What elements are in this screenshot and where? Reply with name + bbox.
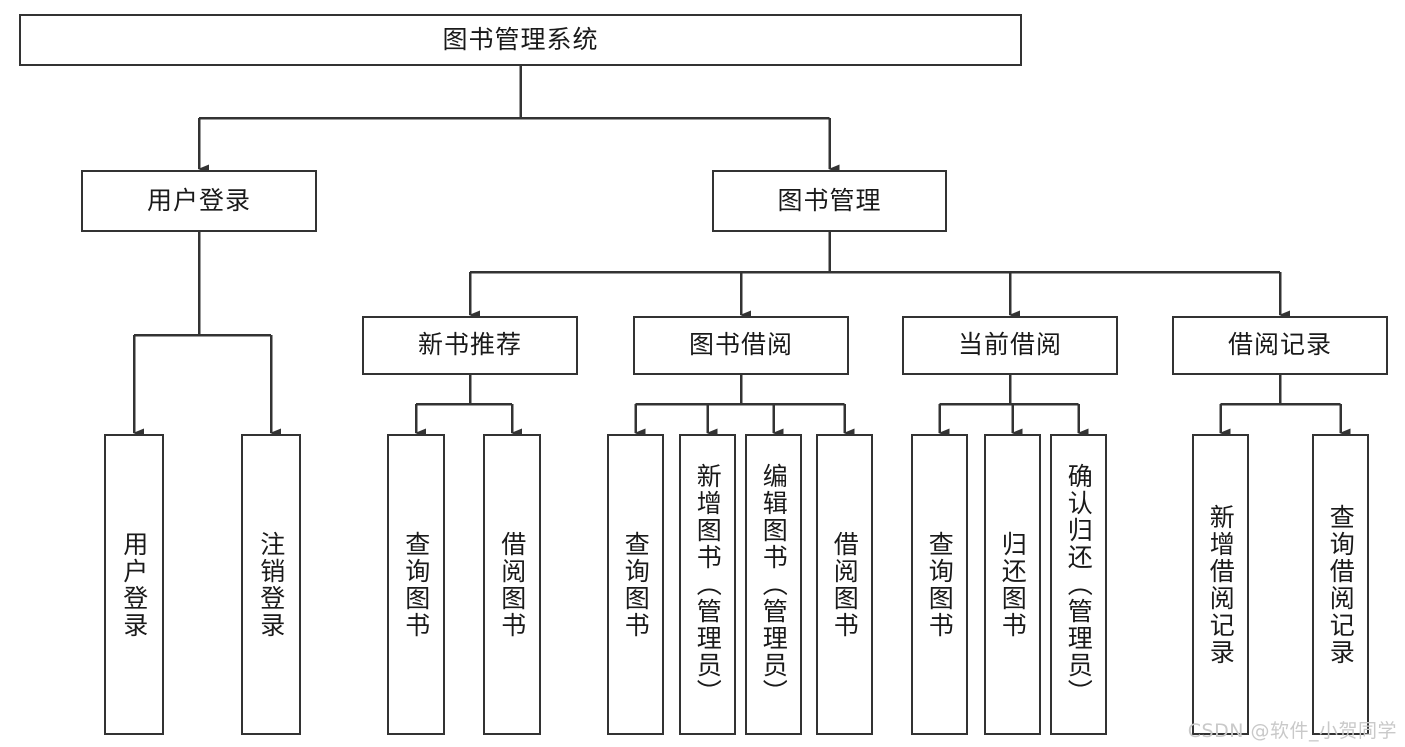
node-label: 归还图书 <box>998 530 1028 639</box>
node-label: 查询图书 <box>401 530 431 639</box>
node-label: 编辑图书（管理员） <box>759 463 789 706</box>
edge-paths <box>132 66 1351 438</box>
node-label: 借阅图书 <box>497 530 527 639</box>
node-label: 确认归还（管理员） <box>1064 463 1094 706</box>
node-user-login[interactable]: 用户登录 <box>81 170 317 232</box>
leaf-borrow-borrow-book[interactable]: 借阅图书 <box>816 434 873 735</box>
leaf-record-query[interactable]: 查询借阅记录 <box>1312 434 1369 735</box>
node-label: 新增图书（管理员） <box>693 463 723 706</box>
node-label: 图书借阅 <box>688 330 793 360</box>
node-book-management[interactable]: 图书管理 <box>712 170 947 232</box>
leaf-borrow-add-book-admin[interactable]: 新增图书（管理员） <box>679 434 736 735</box>
node-label: 查询图书 <box>621 530 651 639</box>
node-new-book-recommend[interactable]: 新书推荐 <box>362 316 578 375</box>
leaf-borrow-query-book[interactable]: 查询图书 <box>607 434 664 735</box>
node-label: 注销登录 <box>256 530 286 639</box>
node-label: 查询图书 <box>925 530 955 639</box>
leaf-current-return-book[interactable]: 归还图书 <box>984 434 1041 735</box>
node-label: 用户登录 <box>119 530 149 639</box>
node-book-borrow[interactable]: 图书借阅 <box>633 316 849 375</box>
leaf-recommend-query-book[interactable]: 查询图书 <box>387 434 445 735</box>
leaf-current-query-book[interactable]: 查询图书 <box>911 434 968 735</box>
leaf-user-login[interactable]: 用户登录 <box>104 434 164 735</box>
node-label: 查询借阅记录 <box>1326 503 1356 666</box>
node-label: 借阅图书 <box>830 530 860 639</box>
csdn-watermark: CSDN @软件_小贺同学 <box>1187 720 1397 742</box>
node-label: 新书推荐 <box>417 330 522 360</box>
leaf-user-logout[interactable]: 注销登录 <box>241 434 301 735</box>
node-label: 当前借阅 <box>957 330 1062 360</box>
node-label: 借阅记录 <box>1227 330 1332 360</box>
node-label: 新增借阅记录 <box>1206 503 1236 666</box>
leaf-current-confirm-return-admin[interactable]: 确认归还（管理员） <box>1050 434 1107 735</box>
leaf-recommend-borrow-book[interactable]: 借阅图书 <box>483 434 541 735</box>
node-label: 图书管理系统 <box>442 24 599 54</box>
leaf-borrow-edit-book-admin[interactable]: 编辑图书（管理员） <box>745 434 802 735</box>
node-root-system[interactable]: 图书管理系统 <box>19 14 1022 66</box>
node-label: 用户登录 <box>146 185 251 215</box>
leaf-record-add[interactable]: 新增借阅记录 <box>1192 434 1249 735</box>
node-label: 图书管理 <box>777 185 882 215</box>
node-borrow-record[interactable]: 借阅记录 <box>1172 316 1388 375</box>
node-current-borrow[interactable]: 当前借阅 <box>902 316 1118 375</box>
